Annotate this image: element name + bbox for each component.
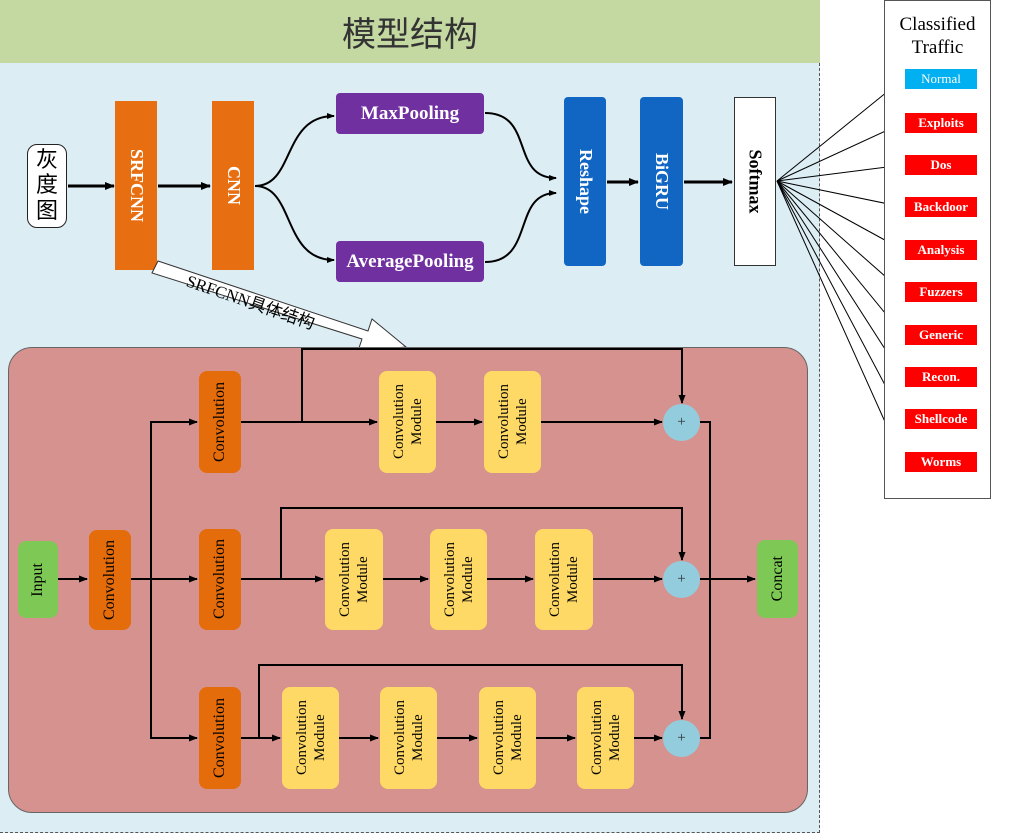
convolution-label: Convolution	[211, 381, 228, 462]
fan-line-5	[776, 180, 904, 293]
module-label-line1: Convolution	[547, 541, 563, 617]
bigru-block: BiGRU	[640, 97, 683, 266]
module-label-line1: Convolution	[441, 541, 458, 617]
convolution-label: Convolution	[211, 539, 228, 620]
legend-title: Classified Traffic	[884, 13, 991, 59]
class-label-8: Shellcode	[905, 409, 977, 429]
convolution-label: Convolution	[101, 539, 118, 620]
input-block: Input	[18, 541, 58, 618]
grayscale-image-input: 灰度图	[27, 144, 67, 228]
module-label-line1: Convolution	[293, 700, 310, 776]
module-label-line2: Module	[409, 714, 426, 762]
convolution-block-branch-2: Convolution	[199, 529, 241, 630]
add-node-3: +	[663, 720, 700, 757]
input-label: Input	[29, 562, 46, 597]
class-label-1: Exploits	[905, 113, 977, 133]
convolution-block-branch-3: Convolution	[199, 687, 241, 789]
class-label-0: Normal	[905, 69, 977, 89]
page-title: 模型结构	[0, 0, 820, 63]
reshape-block: Reshape	[564, 97, 606, 266]
convolution-label: Convolution	[211, 697, 228, 778]
fan-line-3	[776, 180, 904, 209]
module-label-line2: Module	[408, 398, 425, 446]
class-label-4: Analysis	[905, 240, 977, 260]
module-label-line1: Convolution	[495, 384, 512, 460]
fan-line-4	[776, 180, 904, 251]
legend-title-line2: Traffic	[911, 37, 964, 58]
fan-line-9	[776, 180, 904, 463]
module-label-line1: Convolution	[490, 700, 507, 776]
class-label-2: Dos	[905, 155, 977, 175]
fan-line-2	[776, 162, 904, 182]
add-node-1: +	[663, 404, 700, 441]
grayscale-image-label: 灰度图	[35, 148, 58, 224]
fan-line-0	[776, 78, 904, 182]
convolution-block-branch-1: Convolution	[199, 371, 241, 473]
class-label-6: Generic	[905, 325, 977, 345]
module-label-line2: Module	[355, 556, 371, 603]
class-label-3: Backdoor	[905, 197, 977, 217]
softmax-block: Softmax	[734, 97, 776, 266]
module-label-line2: Module	[508, 714, 525, 762]
module-label-line2: Module	[513, 398, 530, 446]
maxpooling-block: MaxPooling	[336, 93, 484, 134]
class-label-7: Recon.	[905, 367, 977, 387]
module-label-line1: Convolution	[390, 384, 407, 460]
fan-line-6	[776, 180, 904, 336]
module-label-line1: Convolution	[391, 700, 408, 776]
module-label-line2: Module	[565, 556, 581, 603]
cnn-block: CNN	[212, 101, 254, 270]
srfcnn-block: SRFCNN	[115, 101, 157, 270]
module-label-line2: Module	[311, 714, 328, 762]
class-label-5: Fuzzers	[905, 282, 977, 302]
fan-line-1	[776, 122, 904, 182]
fan-line-8	[776, 180, 904, 420]
fan-line-7	[776, 180, 904, 378]
add-node-2: +	[663, 561, 700, 598]
convolution-block-stem: Convolution	[89, 530, 131, 630]
class-label-9: Worms	[905, 452, 977, 472]
legend-title-line1: Classified	[899, 14, 976, 35]
module-label-line1: Convolution	[588, 700, 605, 776]
module-label-line1: Convolution	[337, 541, 353, 617]
concat-block: Concat	[757, 540, 798, 618]
averagepooling-block: AveragePooling	[336, 241, 484, 282]
module-label-line2: Module	[459, 556, 476, 603]
concat-label: Concat	[768, 556, 786, 602]
module-label-line2: Module	[606, 714, 623, 762]
